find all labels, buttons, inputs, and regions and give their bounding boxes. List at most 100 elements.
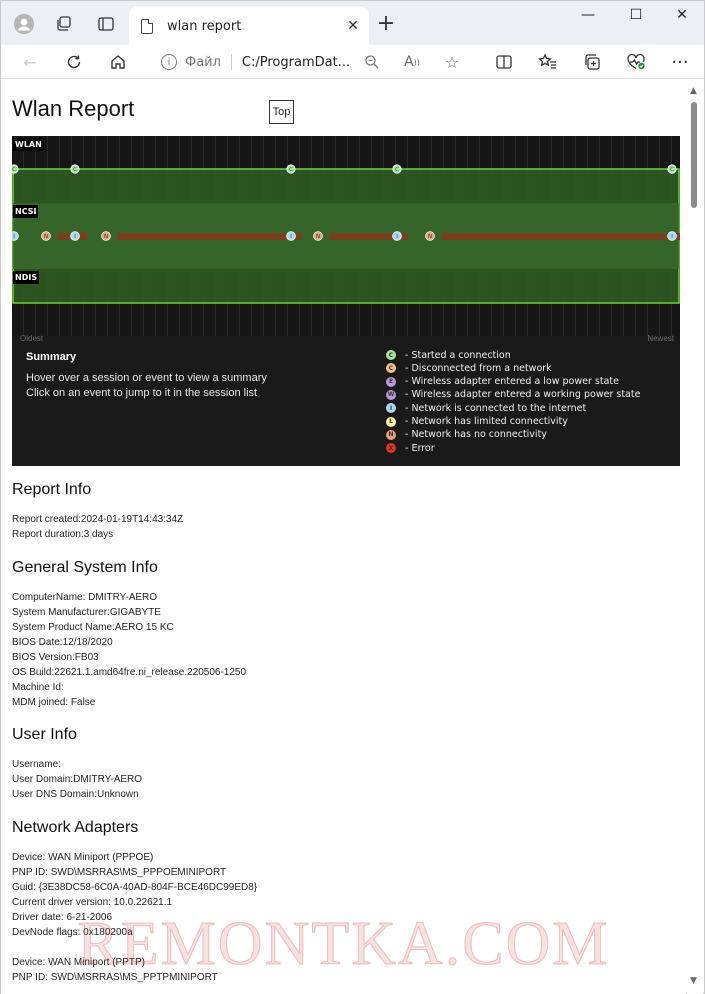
- network-adapter-line: DevNode flags: 0x180200a: [12, 927, 133, 938]
- wlan-event-label: C: [395, 167, 399, 173]
- legend-item: C - Disconnected from a network: [386, 362, 552, 374]
- ncsi-event-label: N: [316, 234, 320, 240]
- profile-icon[interactable]: [11, 11, 37, 37]
- wlan-event-label: C: [289, 167, 293, 173]
- ncsi-event-marker: [313, 231, 323, 241]
- network-adapter-line: Device: WAN Miniport (PPPOE): [12, 852, 154, 863]
- report-info-heading: Report Info: [12, 481, 92, 498]
- legend-text: - Error: [405, 442, 435, 454]
- workspaces-icon[interactable]: [51, 11, 77, 37]
- network-adapters-heading: Network Adapters: [12, 819, 139, 836]
- zoom-icon[interactable]: [359, 49, 385, 75]
- top-button[interactable]: Top: [269, 100, 294, 124]
- legend-marker-icon: C: [386, 363, 396, 374]
- system-info-line: MDM joined: False: [12, 697, 96, 708]
- tab-title: wlan report: [167, 18, 242, 34]
- legend-item: E- Wireless adapter entered a low power …: [386, 376, 619, 388]
- summary-line: Click on an event to jump to it in the s…: [26, 387, 258, 399]
- network-adapter-line: Current driver version: 10.0.22621.1: [12, 897, 173, 908]
- browser-essentials-icon[interactable]: [623, 49, 649, 75]
- scrollbar-thumb[interactable]: [691, 102, 697, 208]
- read-aloud-icon[interactable]: A)): [404, 54, 420, 70]
- close-window-button[interactable]: ✕: [676, 7, 688, 23]
- system-info-line: System Product Name:AERO 15 KC: [12, 622, 174, 633]
- refresh-button[interactable]: [61, 49, 87, 75]
- ncsi-event-marker: [41, 231, 51, 241]
- page-title: Wlan Report: [12, 96, 135, 121]
- lane-label-ncsi: NCSI: [13, 205, 39, 218]
- ncsi-event-marker: [425, 231, 435, 241]
- system-info-line: System Manufacturer:GIGABYTE: [12, 607, 161, 618]
- address-field[interactable]: i Файл C:/ProgramDat...: [161, 50, 357, 74]
- legend-text: - Wireless adapter entered a working pow…: [405, 389, 641, 401]
- legend-text: - Disconnected from a network: [405, 362, 552, 374]
- wlan-event-marker: [286, 164, 296, 174]
- more-menu-icon[interactable]: ···: [671, 51, 689, 73]
- legend-marker-icon: C: [386, 350, 396, 360]
- legend-text: - Started a connection: [405, 349, 511, 361]
- vertical-scrollbar[interactable]: ▲ ▼: [687, 80, 703, 994]
- scroll-up-arrow-icon[interactable]: ▲: [690, 86, 697, 96]
- close-tab-icon[interactable]: ✕: [347, 18, 359, 34]
- wlan-event-label: C: [73, 167, 77, 173]
- legend-marker-icon: W: [386, 389, 396, 400]
- document-icon: [141, 18, 153, 34]
- system-info-heading: General System Info: [12, 559, 158, 576]
- ncsi-event-marker: [70, 231, 80, 241]
- new-tab-button[interactable]: +: [376, 11, 396, 36]
- ncsi-event-label: I: [290, 234, 292, 240]
- ncsi-event-marker: [286, 231, 296, 241]
- wlan-event-label: C: [12, 167, 16, 173]
- no-connectivity-bar: [117, 233, 302, 240]
- ncsi-event-marker: [392, 231, 402, 241]
- report-info-line: Report duration:3 days: [12, 529, 114, 540]
- tab-strip: wlan report ✕ + — ☐ ✕: [1, 1, 704, 45]
- minimize-button[interactable]: —: [581, 7, 595, 23]
- user-info-line: User DNS Domain:Unknown: [12, 789, 139, 800]
- network-adapter-line: Device: WAN Miniport (PPTP): [12, 957, 145, 968]
- network-adapter-line: Driver date: 6-21-2006: [12, 912, 113, 923]
- back-button[interactable]: ←: [23, 52, 37, 72]
- legend-text: - Wireless adapter entered a low power s…: [405, 376, 619, 388]
- split-screen-icon[interactable]: [491, 49, 517, 75]
- collections-icon[interactable]: [579, 49, 605, 75]
- no-connectivity-bar: [442, 233, 680, 240]
- system-info-line: BIOS Version:FB03: [12, 652, 99, 663]
- network-adapter-line: PNP ID: SWD\MSRRAS\MS_PPPOEMINIPORT: [12, 867, 227, 878]
- report-info-line: Report created:2024-01-19T14:43:34Z: [12, 514, 184, 525]
- ncsi-event-marker: [12, 231, 19, 241]
- summary-line: Hover over a session or event to view a …: [26, 372, 267, 384]
- wlan-event-marker: [392, 164, 402, 174]
- system-info-line: BIOS Date:12/18/2020: [12, 637, 113, 648]
- user-info-heading: User Info: [12, 726, 77, 743]
- tab-wlan-report[interactable]: wlan report ✕: [129, 7, 369, 45]
- network-adapter-line: PNP ID: SWD\MSRRAS\MS_PPTPMINIPORT: [12, 972, 218, 983]
- legend-marker-icon: X: [386, 443, 396, 454]
- wlan-event-marker: [70, 164, 80, 174]
- legend-item: W - Wireless adapter entered a working po…: [386, 389, 640, 401]
- newest-label: Newest: [647, 334, 674, 343]
- user-info-line: User Domain:DMITRY-AERO: [12, 774, 143, 785]
- address-bar-row: ← i Файл C:/ProgramDat... A)) ☆ ··: [1, 45, 704, 79]
- wlan-event-label: C: [670, 167, 674, 173]
- ncsi-event-label: I: [671, 234, 673, 240]
- favorites-icon[interactable]: [535, 49, 561, 75]
- system-info-line: Machine Id:: [12, 682, 64, 693]
- maximize-button[interactable]: ☐: [629, 7, 643, 23]
- favorite-star-icon[interactable]: ☆: [444, 52, 460, 72]
- wlan-event-marker: [12, 164, 19, 174]
- legend-text: - Network is connected to the internet: [405, 402, 587, 414]
- home-button[interactable]: [105, 49, 131, 75]
- legend-item: I - Network is connected to the internet: [386, 402, 586, 414]
- scroll-down-arrow-icon[interactable]: ▼: [690, 976, 697, 986]
- tab-actions-icon[interactable]: [93, 11, 119, 37]
- info-icon[interactable]: i: [161, 54, 177, 70]
- legend-marker-icon: I: [386, 403, 396, 414]
- wlan-event-marker: [667, 164, 677, 174]
- oldest-label: Oldest: [20, 334, 44, 343]
- summary-title: Summary: [26, 351, 77, 363]
- user-info-line: Username:: [12, 759, 61, 770]
- lane-label-wlan: WLAN: [13, 138, 44, 151]
- ncsi-event-label: I: [396, 234, 398, 240]
